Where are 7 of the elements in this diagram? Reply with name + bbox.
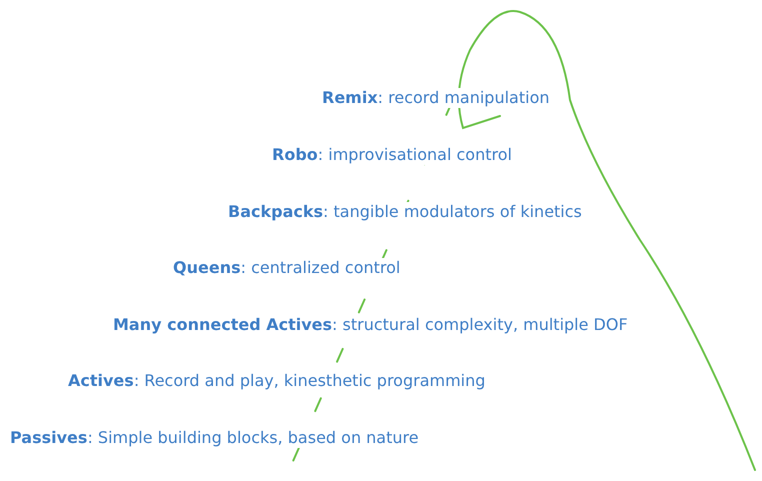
level-label: Many connected Actives: structural complexity, multiple DOF — [113, 315, 628, 335]
level-label: Backpacks: tangible modulators of kinetics — [228, 202, 582, 222]
level-label: Actives: Record and play, kinesthetic programming — [68, 371, 486, 391]
level-label: Queens: centralized control — [173, 258, 400, 278]
level-label: Passives: Simple building blocks, based on nature — [10, 428, 419, 448]
level-label: Remix: record manipulation — [322, 88, 550, 108]
level-label: Robo: improvisational control — [272, 145, 512, 165]
